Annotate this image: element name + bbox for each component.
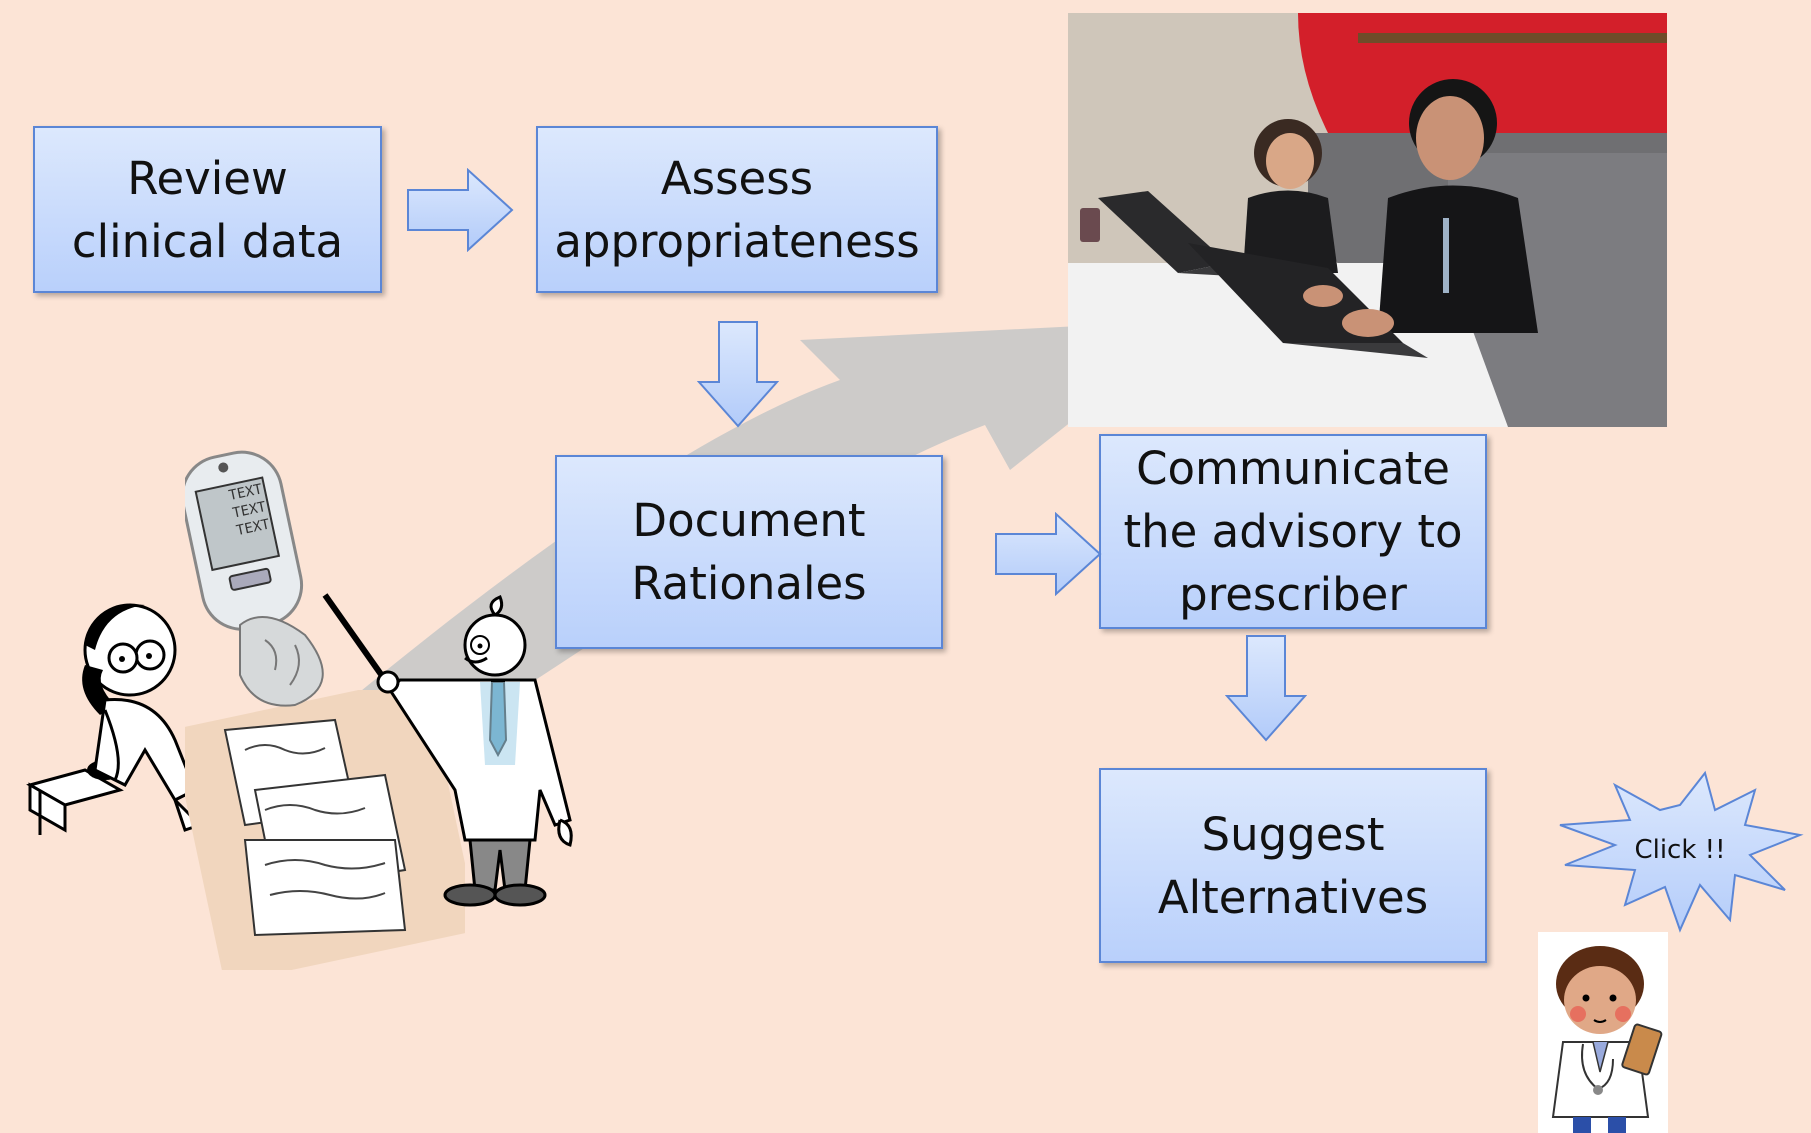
arrow-right-document-to-communicate xyxy=(995,512,1102,596)
communicate-advisory-box[interactable]: Communicate the advisory to prescriber xyxy=(1099,434,1487,629)
click-starburst-callout[interactable]: Click !! xyxy=(1555,765,1805,935)
arrow-right-review-to-assess xyxy=(407,168,514,252)
review-clinical-data-box[interactable]: Review clinical data xyxy=(33,126,382,293)
document-rationales-label: Document Rationales xyxy=(631,494,867,610)
assess-appropriateness-label: Assess appropriateness xyxy=(554,151,920,268)
papers-stack-illustration xyxy=(185,690,465,970)
document-rationales-box[interactable]: Document Rationales xyxy=(555,455,943,649)
assess-appropriateness-box[interactable]: Assess appropriateness xyxy=(536,126,938,293)
suggest-alternatives-box[interactable]: Suggest Alternatives xyxy=(1099,768,1487,963)
communicate-advisory-label: Communicate the advisory to prescriber xyxy=(1123,442,1463,621)
suggest-alternatives-label: Suggest Alternatives xyxy=(1157,807,1429,924)
arrow-down-assess-to-document xyxy=(697,321,779,428)
photo-team-at-laptops xyxy=(1068,13,1667,427)
cartoon-doctor-with-pointer xyxy=(322,593,573,907)
review-clinical-data-label: Review clinical data xyxy=(71,151,344,268)
cartoon-pharmacist-with-clipboard xyxy=(1538,932,1668,1133)
mobile-phone-illustration: TEXT TEXT TEXT xyxy=(185,435,385,715)
arrow-down-communicate-to-suggest xyxy=(1225,635,1307,742)
